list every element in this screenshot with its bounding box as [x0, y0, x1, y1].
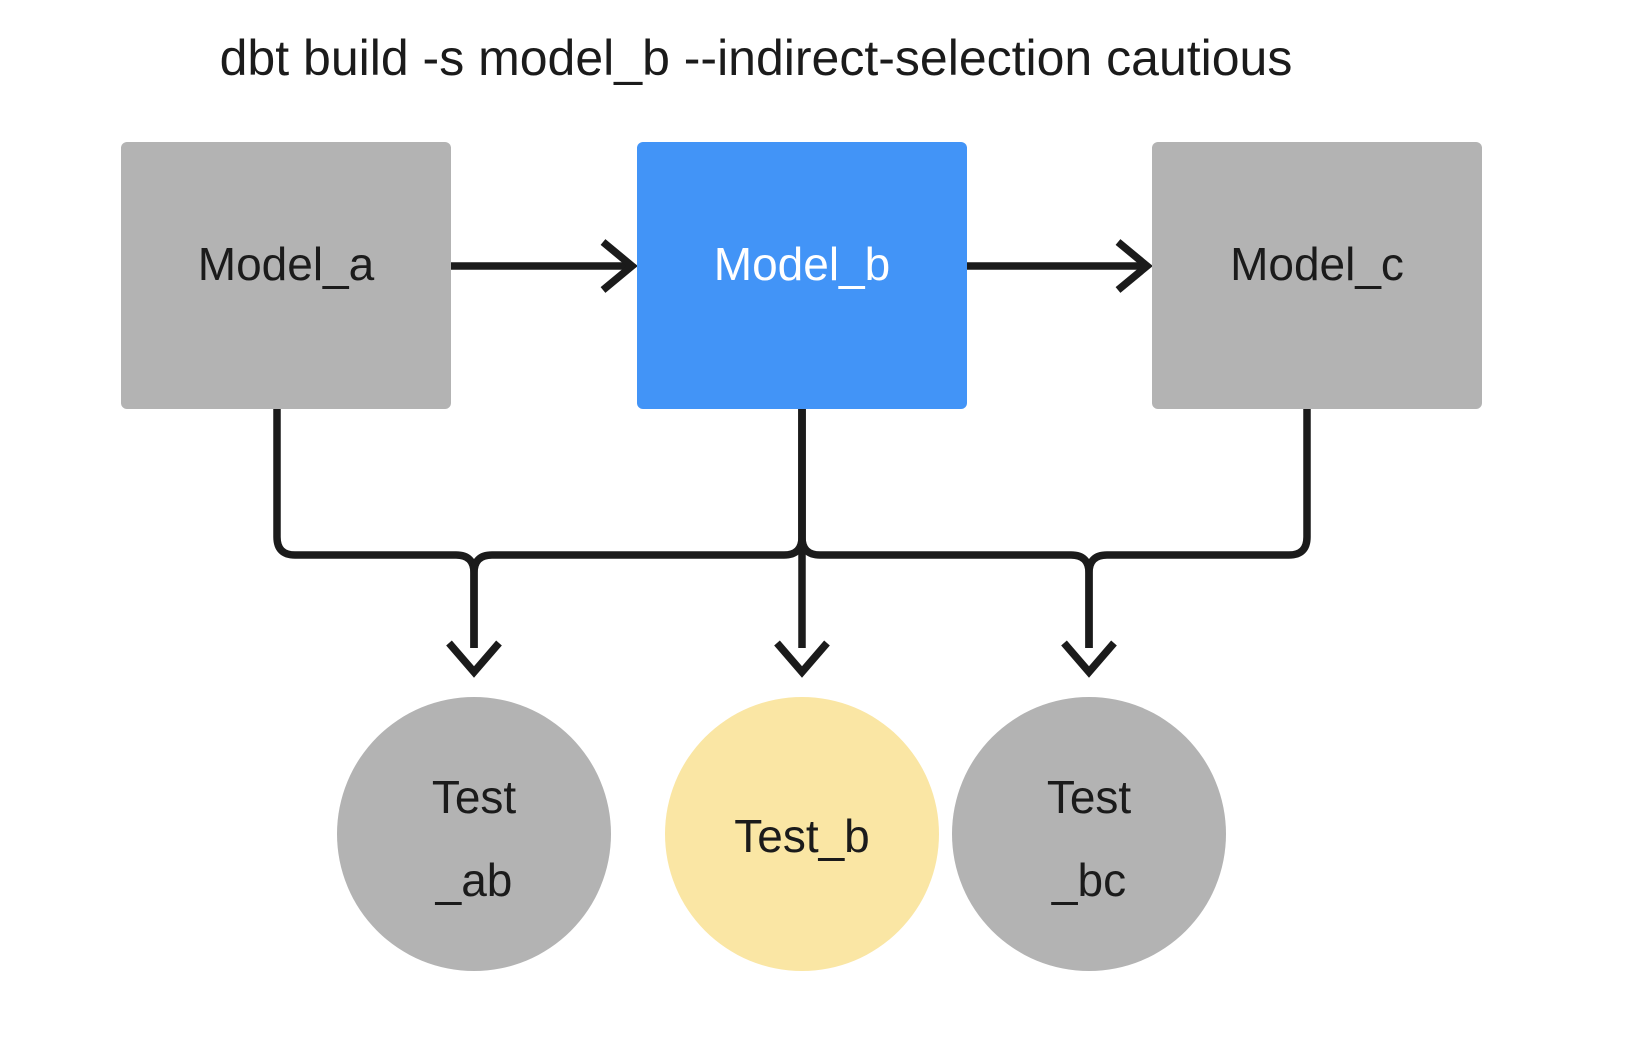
test-ab-shape[interactable]	[337, 697, 611, 971]
test-b-shape[interactable]	[665, 697, 939, 971]
test-bc-shape[interactable]	[952, 697, 1226, 971]
test-ab-label-line2: _ab	[435, 854, 513, 906]
arrowhead-icon	[1061, 640, 1117, 678]
model-c-label: Model_c	[1230, 238, 1404, 290]
model-node-model-b[interactable]: Model_b	[637, 142, 967, 409]
arrowhead-icon	[600, 239, 638, 293]
test-node-test-bc[interactable]: Test _bc	[952, 697, 1226, 971]
model-b-label: Model_b	[714, 238, 890, 290]
test-b-label-line1: Test_b	[734, 810, 870, 862]
edge-model-b-to-model-c	[967, 239, 1153, 293]
edge-layer	[273, 239, 1311, 678]
edge-model-b-to-test-ab	[470, 400, 806, 648]
arrowhead-icon	[774, 640, 830, 678]
test-node-test-b[interactable]: Test_b	[665, 697, 939, 971]
test-bc-label-line1: Test	[1047, 771, 1132, 823]
edge-model-b-to-test-bc	[798, 400, 1093, 648]
model-b-shape[interactable]	[637, 142, 967, 409]
test-bc-label-line2: _bc	[1051, 854, 1126, 906]
edge-model-a-to-model-b	[451, 239, 638, 293]
model-c-shape[interactable]	[1152, 142, 1482, 409]
edge-model-c-to-test-bc	[1085, 400, 1311, 648]
model-node-model-a[interactable]: Model_a	[121, 142, 451, 409]
model-node-model-c[interactable]: Model_c	[1152, 142, 1482, 409]
model-a-shape[interactable]	[121, 142, 451, 409]
diagram-title: dbt build -s model_b --indirect-selectio…	[220, 30, 1293, 86]
edge-model-a-to-test-ab	[273, 400, 478, 648]
arrowhead-icon	[1115, 239, 1153, 293]
arrowhead-icon	[446, 640, 502, 678]
test-ab-label-line1: Test	[432, 771, 517, 823]
model-a-label: Model_a	[198, 238, 375, 290]
test-node-test-ab[interactable]: Test _ab	[337, 697, 611, 971]
